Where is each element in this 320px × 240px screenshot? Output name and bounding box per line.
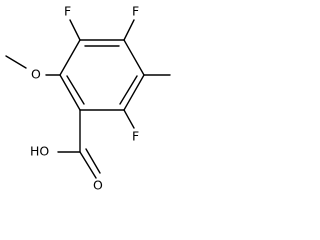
bond-c4-f [123,109,135,129]
ring-bond-c6-c1 [59,39,81,76]
bond-o-methyl [5,55,27,69]
atom-oh-acid: HO [30,144,49,159]
atom-o-methoxy: O [31,67,41,82]
atom-f-bottom-right: F [132,129,139,144]
bond-c1-f [69,19,81,41]
atom-o-carbonyl: O [93,178,103,192]
ring-bond-c5-c6 [59,74,81,111]
atom-f-top-right: F [132,4,139,19]
molecular-structure-diagram: F F F O HO O [5,4,171,192]
ring-bond-c2-c3 [123,39,145,76]
ring-bond-c5-c6-inner [66,75,85,105]
bond-c2-f [123,19,135,41]
bond-carboxyl-o-double-1 [79,151,97,179]
atom-f-top-left: F [64,4,71,19]
ring-bond-c3-c4 [123,74,145,111]
bond-carboxyl-o-double-2 [85,148,101,174]
ring-bond-c3-c4-inner [119,75,138,105]
